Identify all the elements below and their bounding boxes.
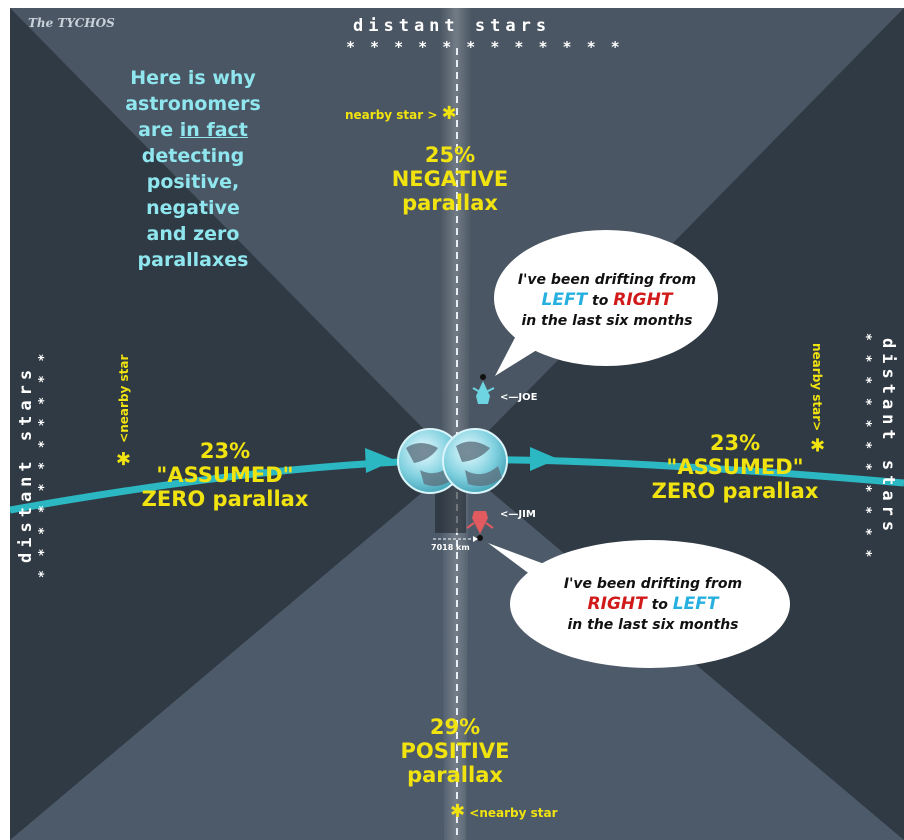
nearby-star-right: nearby star> ✱ — [807, 343, 828, 463]
earth-shadow — [435, 486, 466, 533]
positive-parallax-percent: 29% — [429, 715, 481, 739]
left-distant-stars-row-a: * * * * * * * * * * * — [37, 350, 52, 578]
nearby-star-top: nearby star > ✱ — [345, 103, 457, 124]
jim-label: <—JIM — [500, 509, 536, 520]
intro-line-5: positive, — [146, 171, 240, 193]
joe-bubble-line-2: LEFT to RIGHT — [502, 290, 712, 311]
positive-parallax-label: 29% POSITIVE parallax — [365, 715, 545, 787]
intro-line-3-prefix: are — [138, 119, 180, 141]
intro-line-3: are in fact — [83, 117, 303, 143]
right-zero-parallax-percent: 23% — [709, 431, 761, 455]
jim-figure — [466, 511, 494, 541]
left-distant-stars-label: distant stars — [16, 364, 36, 563]
top-distant-stars-label: distant stars — [353, 16, 552, 36]
joe-bubble-left-word: LEFT — [541, 290, 588, 310]
top-distant-stars-row: * * * * * * * * * * * * — [346, 38, 623, 56]
intro-line-2: astronomers — [125, 93, 261, 115]
background-graphics — [10, 8, 904, 840]
joe-bubble-line-3: in the last six months — [521, 313, 693, 329]
positive-parallax-word: parallax — [407, 763, 503, 787]
right-distant-stars-label: distant stars — [878, 338, 898, 537]
joe-bubble-shape — [494, 230, 718, 366]
orbit-arrow-right — [530, 447, 558, 471]
positive-parallax-title: POSITIVE — [400, 739, 510, 763]
joe-speech-bubble: I've been drifting from LEFT to RIGHT in… — [502, 270, 712, 331]
jim-bubble-left-word: LEFT — [672, 594, 719, 614]
nearby-star-bottom-label: <nearby star — [469, 806, 558, 820]
nearby-star-right-icon: ✱ — [807, 435, 828, 457]
jim-bubble-tail — [488, 543, 555, 578]
jim-bubble-right-word: RIGHT — [587, 594, 647, 614]
nearby-star-right-label: nearby star> — [810, 343, 824, 432]
right-zero-parallax-label: 23% "ASSUMED" ZERO parallax — [640, 431, 830, 503]
joe-bubble-line-1: I've been drifting from — [517, 272, 697, 288]
diagram-canvas: The TYCHOS distant stars * * * * * * * *… — [10, 8, 904, 840]
negative-parallax-word: parallax — [402, 191, 498, 215]
joe-bubble-tail — [495, 328, 540, 376]
jim-bubble-line-2: RIGHT to LEFT — [538, 594, 768, 615]
jim-bubble-shape — [510, 540, 790, 668]
negative-parallax-percent: 25% — [424, 143, 476, 167]
intro-line-7: and zero — [146, 223, 240, 245]
left-zero-parallax-label: 23% "ASSUMED" ZERO parallax — [130, 439, 320, 511]
jim-speech-bubble: I've been drifting from RIGHT to LEFT in… — [538, 574, 768, 635]
negative-parallax-label: 25% NEGATIVE parallax — [360, 143, 540, 215]
orbit-arrow-left — [365, 448, 395, 473]
joe-bubble-to-word: to — [587, 293, 614, 309]
intro-text: Here is why astronomers are in fact dete… — [83, 65, 303, 273]
joe-figure — [472, 374, 495, 404]
right-zero-parallax-word: ZERO parallax — [651, 479, 819, 503]
jim-bubble-line-1: I've been drifting from — [563, 576, 743, 592]
nearby-star-top-label: nearby star > — [345, 108, 438, 122]
distance-label: 7018 km — [431, 543, 470, 552]
intro-line-4: detecting — [141, 145, 245, 167]
intro-line-1: Here is why — [130, 67, 256, 89]
jim-bubble-line-3: in the last six months — [567, 617, 739, 633]
right-distant-stars-row-a: * * * * * * * * * * * — [858, 333, 873, 561]
nearby-star-bottom-icon: ✱ — [450, 801, 466, 822]
nearby-star-left-label: <nearby star — [117, 354, 131, 443]
left-quadrant — [10, 8, 457, 840]
negative-parallax-title: NEGATIVE — [391, 167, 509, 191]
nearby-star-bottom: ✱ <nearby star — [450, 801, 558, 822]
joe-bubble-right-word: RIGHT — [613, 290, 673, 310]
credit-label: The TYCHOS — [28, 16, 115, 30]
jim-bubble-to-word: to — [646, 597, 673, 613]
right-quadrant — [457, 8, 904, 840]
joe-label: <—JOE — [500, 392, 538, 403]
intro-line-3-underlined: in fact — [179, 119, 248, 141]
right-zero-parallax-assumed: "ASSUMED" — [666, 455, 804, 479]
left-zero-parallax-percent: 23% — [199, 439, 251, 463]
left-zero-parallax-assumed: "ASSUMED" — [156, 463, 294, 487]
left-zero-parallax-word: ZERO parallax — [141, 487, 309, 511]
intro-line-6: negative — [146, 197, 240, 219]
nearby-star-top-icon: ✱ — [441, 103, 457, 124]
intro-line-8: parallaxes — [137, 249, 249, 271]
